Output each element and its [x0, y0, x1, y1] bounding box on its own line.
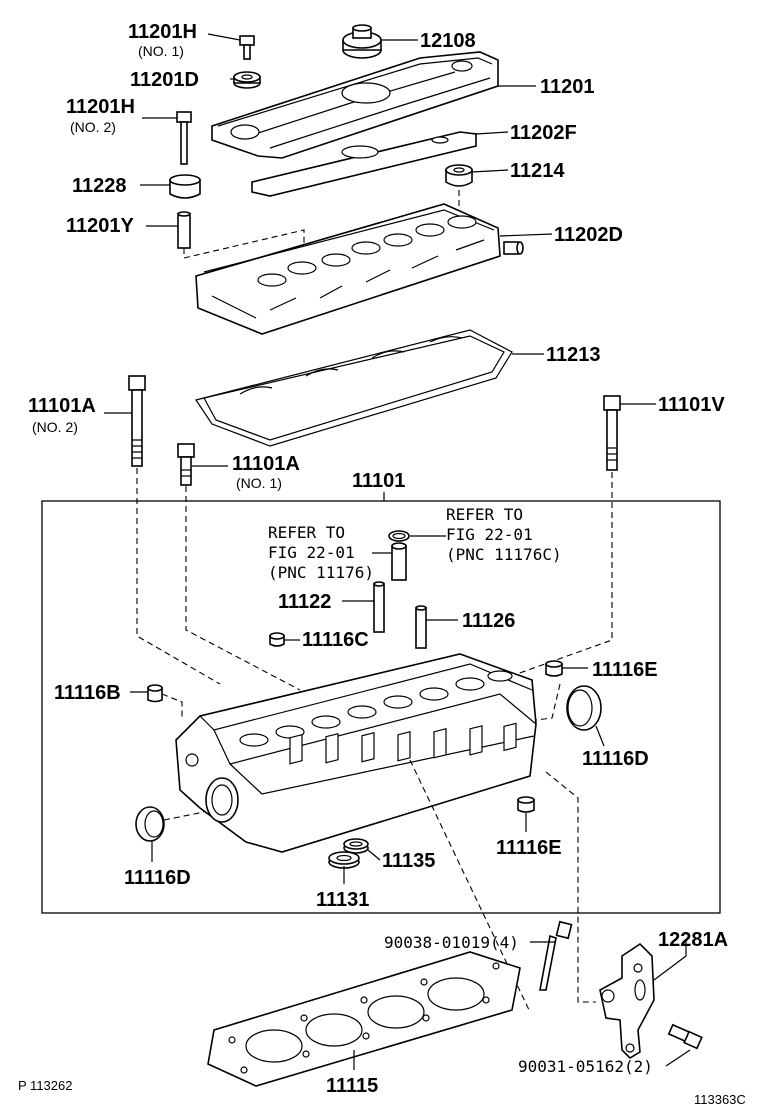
label-11101a-no2: 11101A: [28, 395, 96, 417]
head-gasket-11115: [207, 951, 521, 1087]
label-11213: 11213: [546, 344, 601, 366]
label-11201h-no1: 11201H: [128, 21, 197, 43]
gasket-11213: [195, 329, 513, 447]
label-11116d-right: 11116D: [582, 748, 649, 770]
group-box-label: 11101: [352, 470, 405, 492]
plug-11116c: [269, 632, 285, 647]
o-ring-ref: [388, 530, 410, 542]
label-11201h-no2-sub: (NO. 2): [70, 119, 116, 135]
cylinder-head-group-box: [41, 500, 721, 914]
head-bolt-11101a-no1: [177, 443, 195, 486]
seal-11131: [328, 851, 360, 869]
gasket-11202f: [251, 131, 477, 197]
label-11202d: 11202D: [554, 224, 623, 246]
valve-guide-11122: [373, 581, 385, 633]
label-11126: 11126: [462, 610, 515, 632]
stud-bolt-90038: [539, 920, 573, 991]
cap-11116d-right: [566, 685, 602, 731]
label-11131: 11131: [316, 889, 369, 911]
label-12281a: 12281A: [658, 929, 728, 951]
oil-filler-cap: [342, 24, 382, 59]
label-11228: 11228: [72, 175, 127, 197]
label-11115: 11115: [326, 1075, 378, 1097]
refer-note-2-line1: REFER TO: [446, 505, 523, 524]
label-11101a-no1: 11101A: [232, 453, 300, 475]
label-11116e-bottom: 11116E: [496, 837, 562, 859]
refer-note-1-line1: REFER TO: [268, 523, 345, 542]
label-11116b: 11116B: [54, 682, 121, 704]
plug-11116e-bottom: [517, 796, 535, 813]
bracket-12281a: [599, 942, 655, 1060]
bolt-11201h-no1: [239, 35, 255, 60]
label-11201y: 11201Y: [66, 215, 135, 237]
bolt-90031: [667, 1023, 703, 1050]
grommet-11228: [169, 174, 201, 199]
label-11214: 11214: [510, 160, 565, 182]
camshaft-housing-11202d: [195, 203, 524, 335]
label-11122: 11122: [278, 591, 331, 613]
label-11116e-top: 11116E: [592, 659, 658, 681]
grommet-11214: [445, 164, 473, 187]
label-11201: 11201: [540, 76, 595, 98]
label-11101a-no1-sub: (NO. 1): [236, 475, 282, 491]
refer-note-1-line3: (PNC 11176): [268, 563, 374, 582]
label-11135: 11135: [382, 850, 435, 872]
head-bolt-11101v: [603, 395, 621, 471]
footer-right-code: 113363C: [694, 1092, 746, 1107]
label-11201d: 11201D: [130, 69, 199, 91]
cylinder-head-cover-11201: [211, 51, 499, 159]
valve-guide-11126: [415, 605, 427, 649]
bolt-11201h-no2: [176, 111, 192, 165]
grommet-11201d: [233, 71, 261, 89]
cap-11116d-left: [135, 806, 165, 842]
seal-11135: [343, 838, 369, 854]
valve-lifter-ref: [391, 542, 407, 581]
refer-note-2-line2: FIG 22-01: [446, 525, 533, 544]
label-11201h-no1-sub: (NO. 1): [138, 43, 184, 59]
label-11101v: 11101V: [658, 394, 725, 416]
label-11116c: 11116C: [302, 629, 369, 651]
label-90031: 90031-05162(2): [518, 1057, 653, 1076]
plug-11116e-top: [545, 660, 563, 677]
plug-11116b: [147, 684, 163, 703]
label-11101a-no2-sub: (NO. 2): [32, 419, 78, 435]
footer-left-code: P 113262: [18, 1078, 72, 1093]
cylinder-head: [175, 653, 537, 853]
sleeve-11201y: [177, 211, 191, 249]
head-bolt-11101a-no2: [128, 375, 146, 467]
refer-note-1-line2: FIG 22-01: [268, 543, 355, 562]
refer-note-2-line3: (PNC 11176C): [446, 545, 562, 564]
label-11116d-left: 11116D: [124, 867, 191, 889]
label-90038: 90038-01019(4): [384, 933, 519, 952]
label-11201h-no2: 11201H: [66, 96, 135, 118]
label-12108: 12108: [420, 30, 476, 52]
label-11202f: 11202F: [510, 122, 577, 144]
